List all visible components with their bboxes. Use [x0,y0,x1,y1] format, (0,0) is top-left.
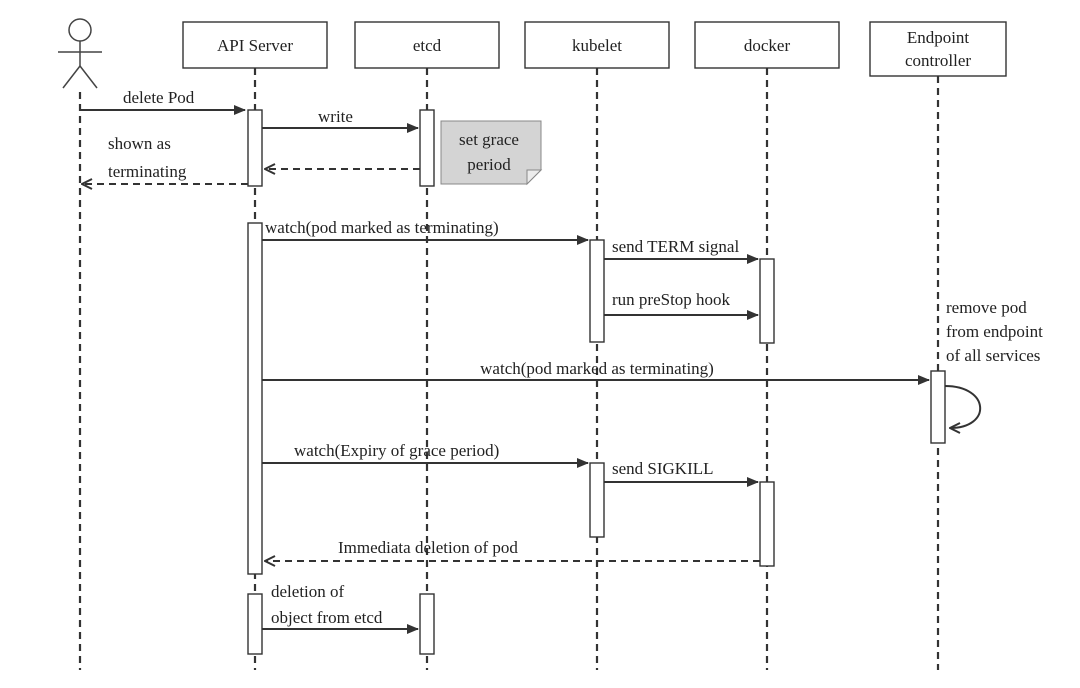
api-activation-2 [247,222,263,575]
remove-pod-label-line2: from endpoint [946,322,1043,341]
api-activation-1 [247,109,263,187]
note-line2: period [467,155,511,174]
send-term-label: send TERM signal [612,237,739,256]
write-label: write [318,107,353,126]
remove-pod-self-arrow [944,385,982,428]
participant-endpoint-controller: Endpoint controller [869,21,1007,77]
watch-terminating-kubelet-label: watch(pod marked as terminating) [265,218,499,237]
run-prestop-label: run preStop hook [612,290,731,309]
participant-label: kubelet [572,36,622,55]
user-actor-icon [58,18,102,89]
deletion-of-label-line2: object from etcd [271,608,383,627]
note-set-grace-period: set grace period [440,120,543,186]
shown-as-label-line2: terminating [108,162,187,181]
remove-pod-label-line1: remove pod [946,298,1027,317]
delete-pod-label: delete Pod [123,88,195,107]
immediate-deletion-label: Immediata deletion of pod [338,538,518,557]
deletion-of-label-line1: deletion of [271,582,345,601]
participant-label-line2: controller [905,51,971,70]
endpoint-activation [930,370,946,444]
api-activation-3 [247,593,263,655]
etcd-activation-1 [419,109,435,187]
remove-pod-label-line3: of all services [946,346,1040,365]
watch-expiry-label: watch(Expiry of grace period) [294,441,499,460]
participant-etcd: etcd [354,21,500,69]
participant-label: etcd [413,36,442,55]
participant-label-line1: Endpoint [907,28,970,47]
participant-api-server: API Server [182,21,328,69]
docker-activation-1 [759,258,775,344]
participant-kubelet: kubelet [524,21,670,69]
participant-label: docker [744,36,791,55]
etcd-activation-2 [419,593,435,655]
kubelet-activation-2 [589,462,605,538]
note-line1: set grace [459,130,519,149]
participant-label: API Server [217,36,293,55]
watch-terminating-endpoint-label: watch(pod marked as terminating) [480,359,714,378]
shown-as-label-line1: shown as [108,134,171,153]
participant-docker: docker [694,21,840,69]
send-sigkill-label: send SIGKILL [612,459,714,478]
docker-activation-2 [759,481,775,567]
kubelet-activation-1 [589,239,605,343]
